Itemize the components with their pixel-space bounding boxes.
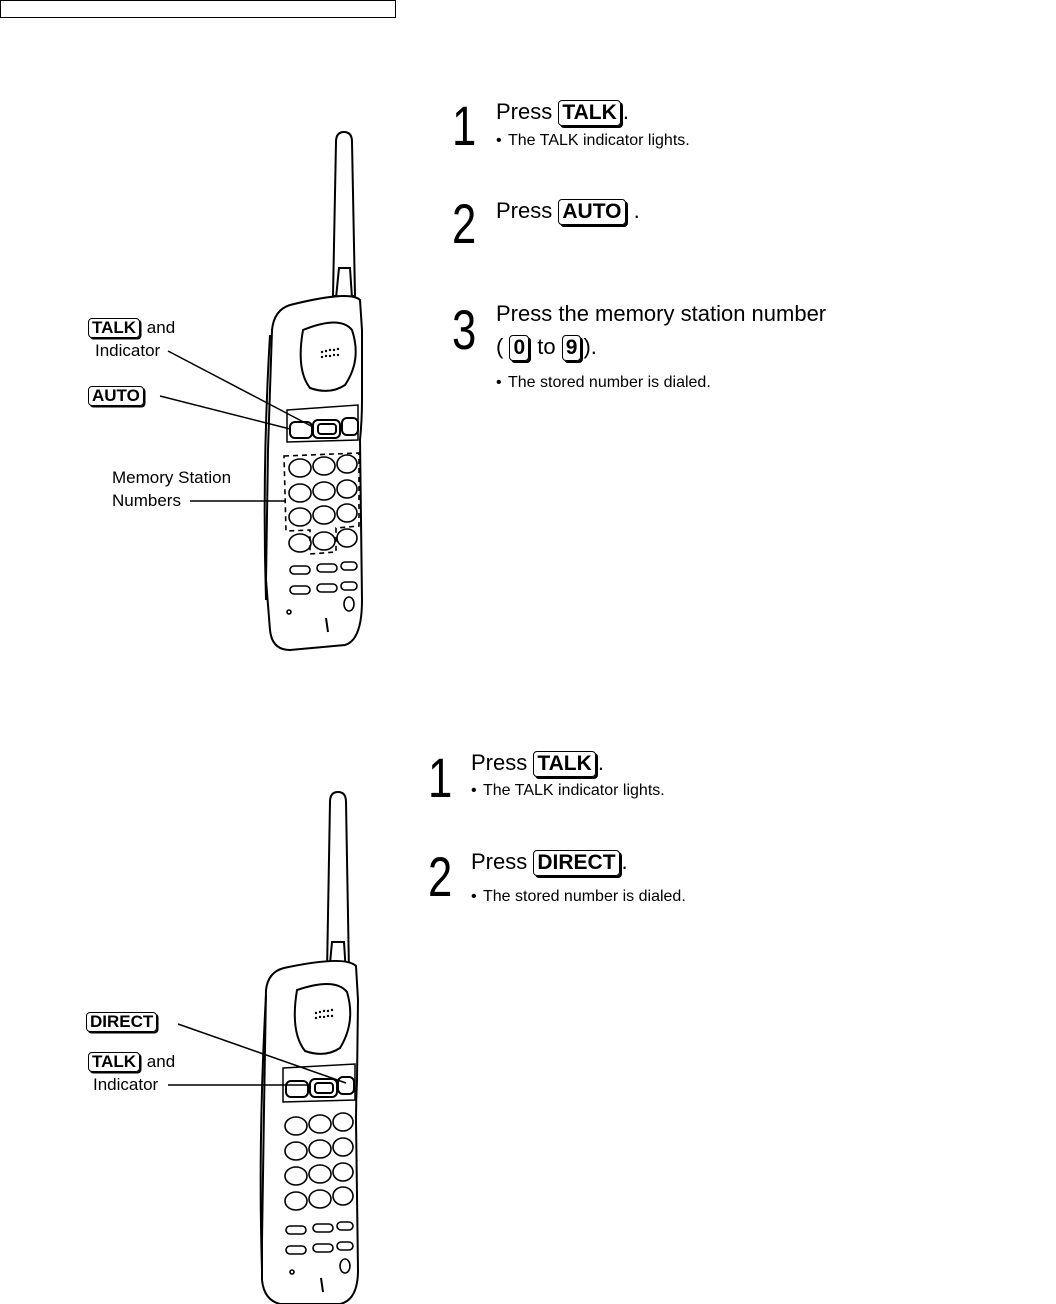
callout-auto: AUTO bbox=[88, 385, 146, 407]
step-number: 2 bbox=[452, 192, 477, 255]
step-instruction-line2: ( 0 to 9). bbox=[496, 334, 597, 361]
handset-illustration-direct bbox=[168, 790, 360, 1304]
step-number: 1 bbox=[452, 94, 477, 157]
talk-key: TALK bbox=[558, 100, 621, 126]
callout-talk: TALK and bbox=[88, 1051, 175, 1073]
nine-key: 9 bbox=[561, 335, 582, 361]
talk-key: TALK bbox=[533, 751, 596, 777]
auto-key: AUTO bbox=[558, 199, 626, 225]
header-box bbox=[0, 0, 396, 18]
step-number: 3 bbox=[452, 298, 477, 361]
step-note: •The stored number is dialed. bbox=[496, 374, 711, 391]
callout-memory-line1: Memory Station bbox=[112, 468, 232, 487]
step-instruction: Press AUTO . bbox=[496, 196, 640, 226]
step-press: Press bbox=[496, 198, 553, 223]
talk-key-label: TALK bbox=[88, 1052, 141, 1072]
step-suffix: . bbox=[597, 750, 604, 775]
callout-and: and bbox=[146, 1052, 176, 1071]
talk-key-label: TALK bbox=[88, 318, 141, 338]
step-press: Press bbox=[496, 99, 553, 124]
step-note: •The TALK indicator lights. bbox=[471, 782, 665, 799]
zero-key: 0 bbox=[509, 335, 530, 361]
step-suffix: . bbox=[622, 99, 629, 124]
step-instruction: Press TALK. bbox=[471, 748, 604, 778]
step-number: 1 bbox=[428, 746, 453, 809]
step-number: 2 bbox=[428, 845, 453, 908]
callout-direct: DIRECT bbox=[86, 1011, 159, 1033]
callout-indicator: Indicator bbox=[93, 1075, 159, 1094]
callout-talk: TALK and bbox=[88, 317, 175, 339]
callout-and: and bbox=[146, 318, 176, 337]
callout-indicator: Indicator bbox=[95, 341, 161, 360]
step-suffix: . bbox=[627, 198, 640, 223]
auto-key-label: AUTO bbox=[88, 386, 144, 406]
direct-key-label: DIRECT bbox=[86, 1012, 158, 1032]
step-note: •The TALK indicator lights. bbox=[496, 132, 690, 149]
step-press: Press bbox=[471, 849, 528, 874]
step-suffix: . bbox=[621, 849, 628, 874]
step-instruction: Press DIRECT. bbox=[471, 847, 628, 877]
step-instruction: Press the memory station number bbox=[496, 301, 827, 326]
step-instruction: Press TALK. bbox=[496, 97, 629, 127]
direct-key: DIRECT bbox=[533, 850, 620, 876]
callout-memory-line2: Numbers bbox=[112, 491, 181, 510]
handset-illustration-auto bbox=[159, 130, 364, 652]
step-press: Press bbox=[471, 750, 528, 775]
step-note: •The stored number is dialed. bbox=[471, 888, 686, 905]
